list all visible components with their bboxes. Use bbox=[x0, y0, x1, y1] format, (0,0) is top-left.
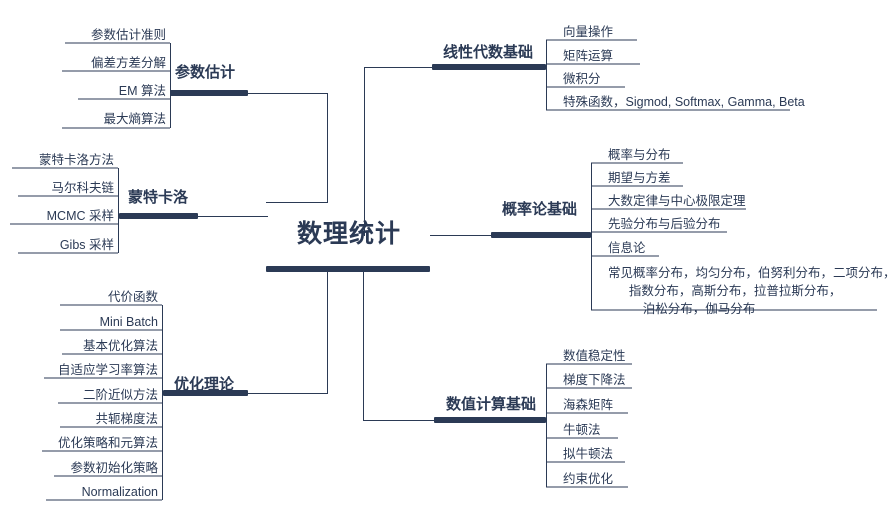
leaf-optimization-theory-1[interactable]: Mini Batch bbox=[99, 315, 158, 329]
branch-title-monte-carlo[interactable]: 蒙特卡洛 bbox=[128, 189, 189, 206]
leaf-parameter-estimation-0[interactable]: 参数估计准则 bbox=[90, 28, 166, 42]
leaf-parameter-estimation-1[interactable]: 偏差方差分解 bbox=[90, 56, 166, 70]
leaf-linear-algebra-2[interactable]: 微积分 bbox=[563, 72, 601, 86]
leaf-numerical-computation-2[interactable]: 海森矩阵 bbox=[563, 398, 614, 412]
leaf-probability-theory-0[interactable]: 概率与分布 bbox=[608, 148, 671, 162]
leaf-probability-theory-1[interactable]: 期望与方差 bbox=[608, 171, 671, 185]
branch-bar-monte-carlo bbox=[119, 213, 198, 219]
root-node-label[interactable]: 数理统计 bbox=[297, 220, 402, 248]
leaf-monte-carlo-3[interactable]: Gibs 采样 bbox=[59, 238, 114, 252]
branch-bar-probability-theory bbox=[491, 232, 591, 238]
leaf-linear-algebra-1[interactable]: 矩阵运算 bbox=[563, 49, 614, 63]
leaf-numerical-computation-1[interactable]: 梯度下降法 bbox=[563, 373, 626, 387]
leaf-optimization-theory-3[interactable]: 自适应学习率算法 bbox=[57, 363, 158, 377]
branch-bar-optimization-theory bbox=[163, 390, 248, 396]
leaf-optimization-theory-8[interactable]: Normalization bbox=[81, 485, 158, 499]
leaf-parameter-estimation-2[interactable]: EM 算法 bbox=[118, 84, 166, 98]
branch-bar-numerical-computation bbox=[434, 417, 546, 423]
leaf-optimization-theory-6[interactable]: 优化策略和元算法 bbox=[57, 436, 158, 450]
leaf-numerical-computation-3[interactable]: 牛顿法 bbox=[563, 423, 601, 437]
branch-title-optimization-theory[interactable]: 优化理论 bbox=[174, 376, 235, 393]
branch-title-numerical-computation[interactable]: 数值计算基础 bbox=[446, 396, 537, 413]
leaf-probability-theory-2[interactable]: 大数定律与中心极限定理 bbox=[608, 194, 746, 208]
leaf-optimization-theory-2[interactable]: 基本优化算法 bbox=[82, 339, 158, 353]
leaf-numerical-computation-5[interactable]: 约束优化 bbox=[563, 472, 614, 486]
leaf-monte-carlo-2[interactable]: MCMC 采样 bbox=[46, 209, 114, 223]
leaf-optimization-theory-4[interactable]: 二阶近似方法 bbox=[82, 388, 158, 402]
leaf-linear-algebra-3[interactable]: 特殊函数，Sigmod, Softmax, Gamma, Beta bbox=[563, 95, 805, 109]
leaf-probability-theory-3[interactable]: 先验分布与后验分布 bbox=[608, 217, 721, 231]
root-node-bar bbox=[266, 266, 430, 272]
branch-bar-parameter-estimation bbox=[170, 90, 248, 96]
leaf-optimization-theory-0[interactable]: 代价函数 bbox=[107, 290, 158, 304]
leaf-linear-algebra-0[interactable]: 向量操作 bbox=[563, 25, 614, 39]
leaf-optimization-theory-7[interactable]: 参数初始化策略 bbox=[70, 461, 158, 475]
branch-title-probability-theory[interactable]: 概率论基础 bbox=[502, 201, 578, 218]
leaf-numerical-computation-0[interactable]: 数值稳定性 bbox=[563, 349, 626, 363]
leaf-numerical-computation-4[interactable]: 拟牛顿法 bbox=[563, 447, 614, 461]
branch-bar-linear-algebra bbox=[432, 64, 546, 70]
branch-title-linear-algebra[interactable]: 线性代数基础 bbox=[443, 44, 534, 61]
leaf-probability-theory-5[interactable]: 常见概率分布，均匀分布，伯努利分布，二项分布， 指数分布，高斯分布，拉普拉斯分布… bbox=[608, 266, 889, 317]
leaf-optimization-theory-5[interactable]: 共轭梯度法 bbox=[95, 412, 158, 426]
branch-title-parameter-estimation[interactable]: 参数估计 bbox=[175, 64, 236, 81]
leaf-probability-theory-4[interactable]: 信息论 bbox=[608, 241, 646, 255]
leaf-monte-carlo-0[interactable]: 蒙特卡洛方法 bbox=[38, 153, 114, 167]
leaf-parameter-estimation-3[interactable]: 最大熵算法 bbox=[103, 112, 166, 126]
leaf-monte-carlo-1[interactable]: 马尔科夫链 bbox=[51, 181, 114, 195]
